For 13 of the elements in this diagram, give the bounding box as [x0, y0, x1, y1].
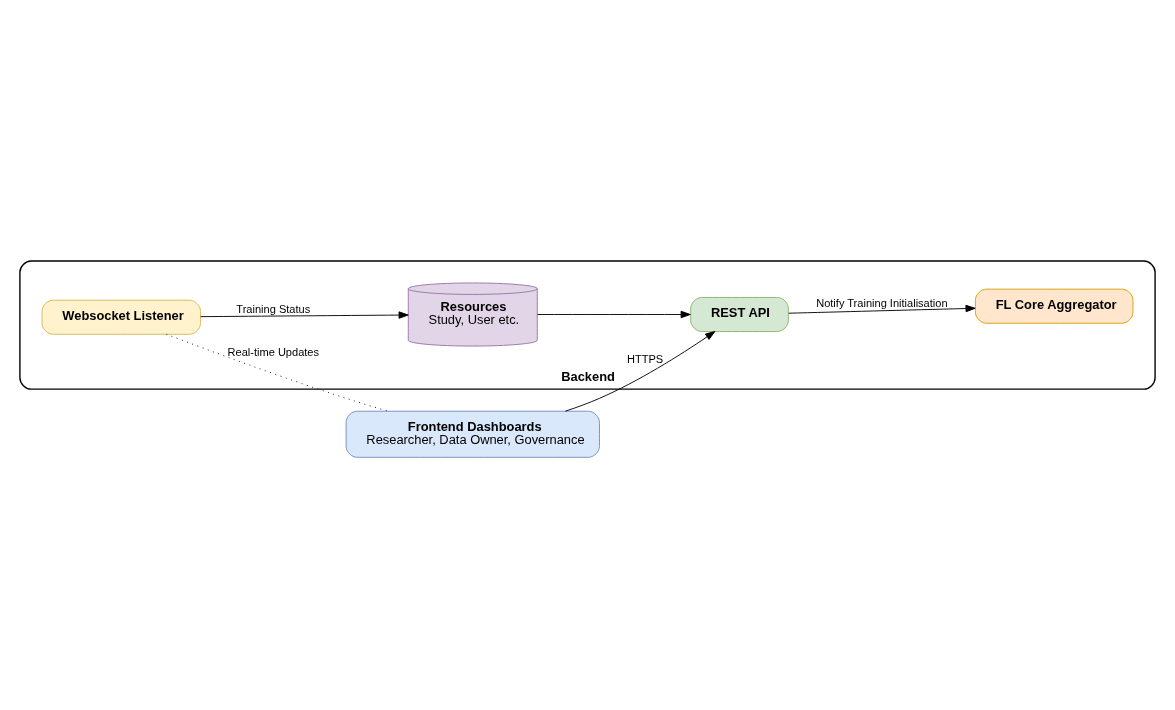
arrow [537, 310, 691, 318]
node-box: FL Core Aggregator [974, 288, 1134, 324]
node-box: Frontend Dashboards Researcher, Data Owner, Governance [345, 410, 600, 458]
arrow [200, 310, 409, 319]
arrow [788, 304, 976, 314]
node-box: REST API [690, 296, 789, 332]
edge-label: Real-time Updates [227, 345, 320, 358]
connector [166, 333, 389, 412]
node-box: Websocket Listener [41, 299, 201, 335]
edge-label: Training Status [236, 302, 311, 315]
arrow [564, 330, 716, 412]
edge-label: HTTPS [626, 352, 664, 365]
edge-label: Notify Training Initialisation [816, 296, 948, 309]
